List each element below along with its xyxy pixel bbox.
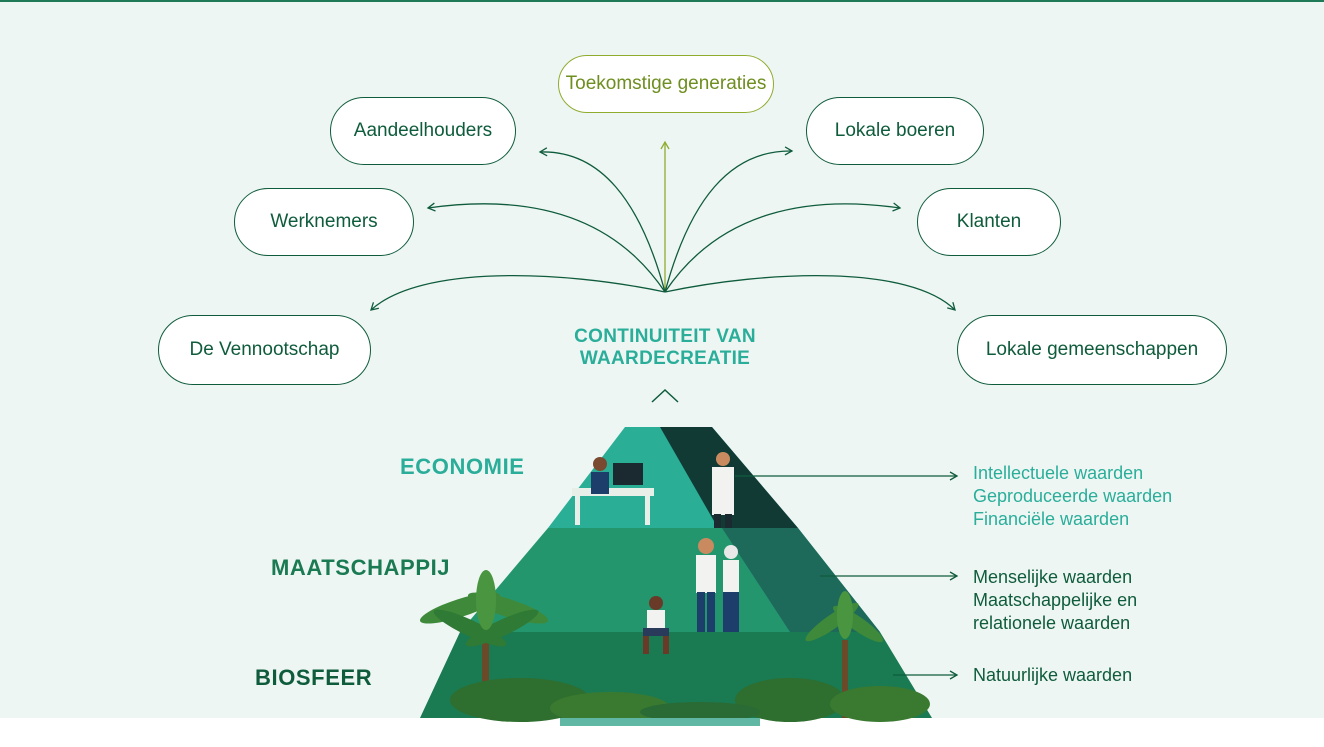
level-label-society: MAATSCHAPPIJ <box>271 555 451 580</box>
stakeholder-local-farmers: Lokale boeren <box>806 97 984 165</box>
stakeholder-employees: Werknemers <box>234 188 414 256</box>
center-title-line2: WAARDECREATIE <box>579 348 751 369</box>
arrow-company <box>370 274 666 311</box>
value-financial: Financiële waarden <box>973 509 1130 529</box>
chevron-up-icon <box>651 388 679 403</box>
center-title: CONTINUITEIT VAN WAARDECREATIE <box>520 326 810 370</box>
jungle-foliage <box>419 570 930 726</box>
value-natural: Natuurlijke waarden <box>973 665 1133 685</box>
stakeholder-shareholders: Aandeelhouders <box>330 97 516 165</box>
arrow-employees <box>426 202 666 293</box>
values-economy: Intellectuele waarden Geproduceerde waar… <box>973 462 1172 531</box>
arrow-customers <box>664 202 902 293</box>
stakeholder-future-generations: Toekomstige generaties <box>558 55 774 113</box>
value-intellectual: Intellectuele waarden <box>973 463 1144 483</box>
stakeholder-local-communities: Lokale gemeenschappen <box>957 315 1227 385</box>
stakeholder-customers: Klanten <box>917 188 1061 256</box>
value-social-line2: relationele waarden <box>973 613 1131 633</box>
values-society: Menselijke waarden Maatschappelijke en r… <box>973 566 1137 635</box>
value-human: Menselijke waarden <box>973 567 1133 587</box>
value-produced: Geproduceerde waarden <box>973 486 1173 506</box>
value-pointers <box>735 471 959 680</box>
center-title-line1: CONTINUITEIT VAN <box>574 326 756 347</box>
arrow-communities <box>664 274 956 311</box>
level-label-economy: ECONOMIE <box>400 454 525 479</box>
people-illustration <box>572 452 739 654</box>
values-biosphere: Natuurlijke waarden <box>973 664 1132 687</box>
arrow-farmers <box>664 146 794 293</box>
stakeholder-company: De Vennootschap <box>158 315 371 385</box>
arrow-shareholders <box>538 147 666 293</box>
level-label-biosphere: BIOSFEER <box>255 665 373 690</box>
value-social-line1: Maatschappelijke en <box>973 590 1138 610</box>
stakeholder-arrows <box>370 140 956 311</box>
